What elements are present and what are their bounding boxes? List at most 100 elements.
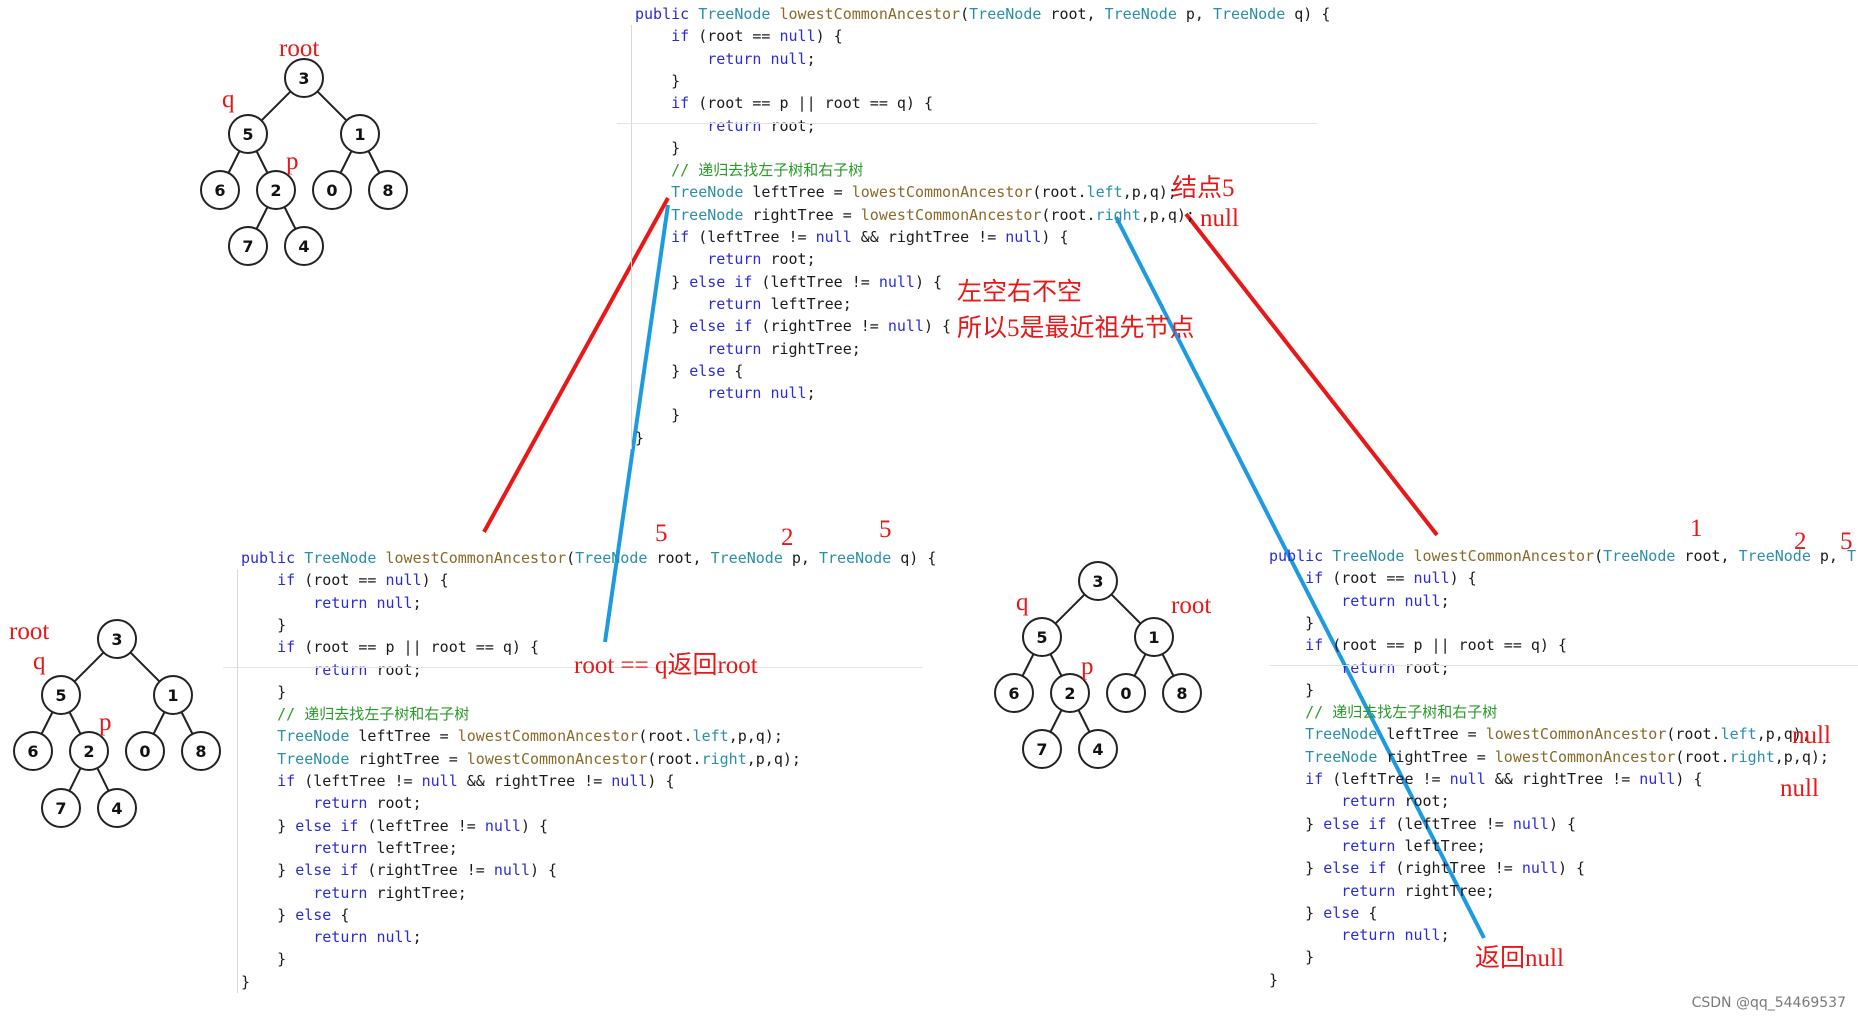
tree-node <box>1078 561 1118 601</box>
code-line: return root; <box>313 660 422 679</box>
annotation-root-eq-q: root == q返回root <box>574 652 758 679</box>
code-block-right: public TreeNode lowestCommonAncestor(Tre… <box>1269 545 1858 990</box>
tree-edge <box>96 767 110 792</box>
code-line: return leftTree; <box>1341 836 1486 855</box>
annotation-so-5: 所以5是最近祖先节点 <box>957 315 1195 342</box>
tree-node <box>97 788 137 828</box>
code-line: if (root == null) { <box>277 571 449 590</box>
tree-edge <box>68 711 82 735</box>
code-line: } else { <box>1269 903 1378 922</box>
tree-node <box>1050 673 1090 713</box>
tree-node-value: 2 <box>270 181 281 200</box>
annotation-node5: 结点5 <box>1172 175 1235 202</box>
code-line: return root; <box>313 794 422 813</box>
code-line: return leftTree; <box>707 294 852 313</box>
code-line: if (leftTree != null && rightTree != nul… <box>671 228 1069 246</box>
code-line: TreeNode leftTree = lowestCommonAncestor… <box>671 183 1177 202</box>
code-line: } <box>635 428 645 447</box>
tree-edge <box>283 206 297 230</box>
tree-edge <box>40 711 54 735</box>
indent-guide <box>237 569 238 993</box>
code-line: TreeNode rightTree = lowestCommonAncesto… <box>1305 747 1829 766</box>
tree-node <box>200 170 240 210</box>
current-line-marker <box>617 122 1317 124</box>
tree-node <box>153 675 193 715</box>
tree-node <box>97 619 137 659</box>
code-line: } else { <box>241 905 350 924</box>
tree-node-value: 8 <box>382 181 393 200</box>
code-line: public TreeNode lowestCommonAncestor(Tre… <box>635 5 1331 23</box>
annotation-null-a: null <box>1792 722 1831 749</box>
tree-edge <box>255 206 269 230</box>
blue-connector-right <box>1114 216 1486 939</box>
red-connector-right <box>1184 212 1439 537</box>
tree-edge <box>227 150 241 174</box>
current-line-marker <box>223 666 923 668</box>
tree-node <box>994 673 1034 713</box>
code-line: } <box>635 138 681 157</box>
tree-edge <box>255 150 269 174</box>
tree-node <box>125 731 165 771</box>
tree-node <box>1078 729 1118 769</box>
code-line: } <box>241 972 251 991</box>
tree-edge <box>68 767 82 792</box>
label-p-tree3: p <box>1081 653 1094 680</box>
tree-node-value: 3 <box>111 630 122 649</box>
tree-edge <box>1133 653 1147 677</box>
code-line: } else if (leftTree != null) { <box>635 272 943 291</box>
code-line: public TreeNode lowestCommonAncestor(Tre… <box>241 549 937 567</box>
tree-node <box>256 170 296 210</box>
tree-node-value: 0 <box>1120 684 1131 703</box>
label-root-tree2: root <box>9 618 50 645</box>
tree-edge <box>152 711 166 735</box>
code-line: if (leftTree != null && rightTree != nul… <box>1305 770 1703 788</box>
tree-node <box>1022 617 1062 657</box>
annotation-null-b: null <box>1780 775 1819 802</box>
code-line: return rightTree; <box>313 883 467 902</box>
code-line: } <box>241 950 287 969</box>
label-p-tree1: p <box>286 148 299 175</box>
code-line: if (root == p || root == q) { <box>1305 636 1568 655</box>
code-line: } <box>241 615 287 634</box>
tree-node <box>284 226 324 266</box>
code-line: return root; <box>1341 792 1450 811</box>
code-line: } <box>1269 680 1315 699</box>
code-block-top: public TreeNode lowestCommonAncestor(Tre… <box>617 3 1330 449</box>
tree-edge <box>1110 593 1142 625</box>
tree-node-value: 8 <box>1176 684 1187 703</box>
tree-node <box>340 114 380 154</box>
tree-node-value: 7 <box>1036 740 1047 759</box>
annotation-arg-5c: 5 <box>1840 528 1853 555</box>
tree-node-value: 2 <box>83 742 94 761</box>
tree-node-value: 7 <box>55 799 66 818</box>
tree-edge <box>1077 709 1091 733</box>
label-root-tree1: root <box>279 35 320 62</box>
tree-node <box>228 114 268 154</box>
annotation-left-empty: 左空右不空 <box>957 279 1083 306</box>
label-q-tree2: q <box>33 648 46 675</box>
code-line: } <box>635 406 681 425</box>
tree-node-value: 3 <box>298 69 309 88</box>
code-line: TreeNode rightTree = lowestCommonAncesto… <box>277 749 801 768</box>
tree-node-value: 5 <box>55 686 66 705</box>
code-line: return root; <box>1341 658 1450 677</box>
code-line: } else if (rightTree != null) { <box>635 317 952 336</box>
tree-edge <box>1054 593 1086 625</box>
code-line: } else if (leftTree != null) { <box>241 816 549 835</box>
tree-node <box>69 731 109 771</box>
tree-node <box>284 58 324 98</box>
tree-node <box>41 788 81 828</box>
tree-edge <box>339 150 353 174</box>
code-line: // 递归去找左子树和右子树 <box>277 705 470 724</box>
code-line: return null; <box>1341 926 1450 945</box>
tree-node-value: 7 <box>242 237 253 256</box>
tree-node <box>181 731 221 771</box>
code-block-left: public TreeNode lowestCommonAncestor(Tre… <box>223 547 936 993</box>
code-line: } else if (leftTree != null) { <box>1269 814 1577 833</box>
code-line: return root; <box>707 250 816 269</box>
code-line: } <box>1269 613 1315 632</box>
